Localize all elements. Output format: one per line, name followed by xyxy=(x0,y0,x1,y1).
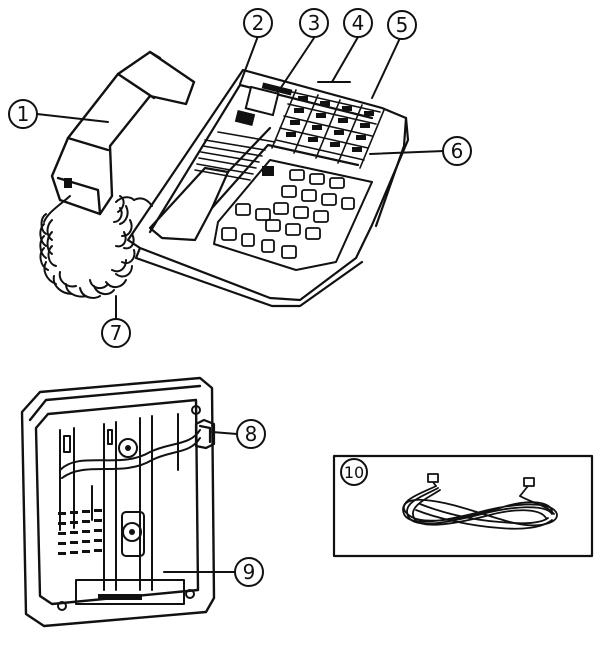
display-window xyxy=(234,82,293,126)
line-button-bank xyxy=(271,89,385,169)
modular-line-cord xyxy=(402,473,558,530)
callout-6: 6 xyxy=(442,136,472,166)
callout-label: 7 xyxy=(110,321,123,345)
callout-label: 4 xyxy=(352,11,365,35)
callout-leader-lines xyxy=(36,35,445,573)
callout-label: 10 xyxy=(344,463,364,482)
callout-9: 9 xyxy=(234,557,264,587)
hanger-clip xyxy=(194,418,216,450)
callout-4: 4 xyxy=(343,8,373,38)
callout-5: 5 xyxy=(387,10,417,40)
callout-label: 6 xyxy=(451,139,464,163)
wall-mount-bracket xyxy=(20,376,216,628)
callout-10: 10 xyxy=(340,458,368,486)
callout-8: 8 xyxy=(236,419,266,449)
callout-7: 7 xyxy=(101,318,131,348)
callout-1: 1 xyxy=(8,99,38,129)
callout-label: 9 xyxy=(243,560,256,584)
handset xyxy=(50,50,196,216)
coiled-cord xyxy=(39,195,153,299)
dial-keypad xyxy=(221,166,355,259)
callout-label: 2 xyxy=(252,11,265,35)
callout-3: 3 xyxy=(299,8,329,38)
line-cord-box xyxy=(332,454,594,558)
callout-label: 1 xyxy=(17,102,30,126)
handset-jack xyxy=(64,178,72,188)
callout-2: 2 xyxy=(243,8,273,38)
telephone-base xyxy=(126,68,410,308)
callout-label: 5 xyxy=(396,13,409,37)
callout-label: 3 xyxy=(308,11,321,35)
keypad-panel-outline xyxy=(213,159,373,271)
speaker-grille xyxy=(194,131,276,181)
callout-label: 8 xyxy=(245,422,258,446)
